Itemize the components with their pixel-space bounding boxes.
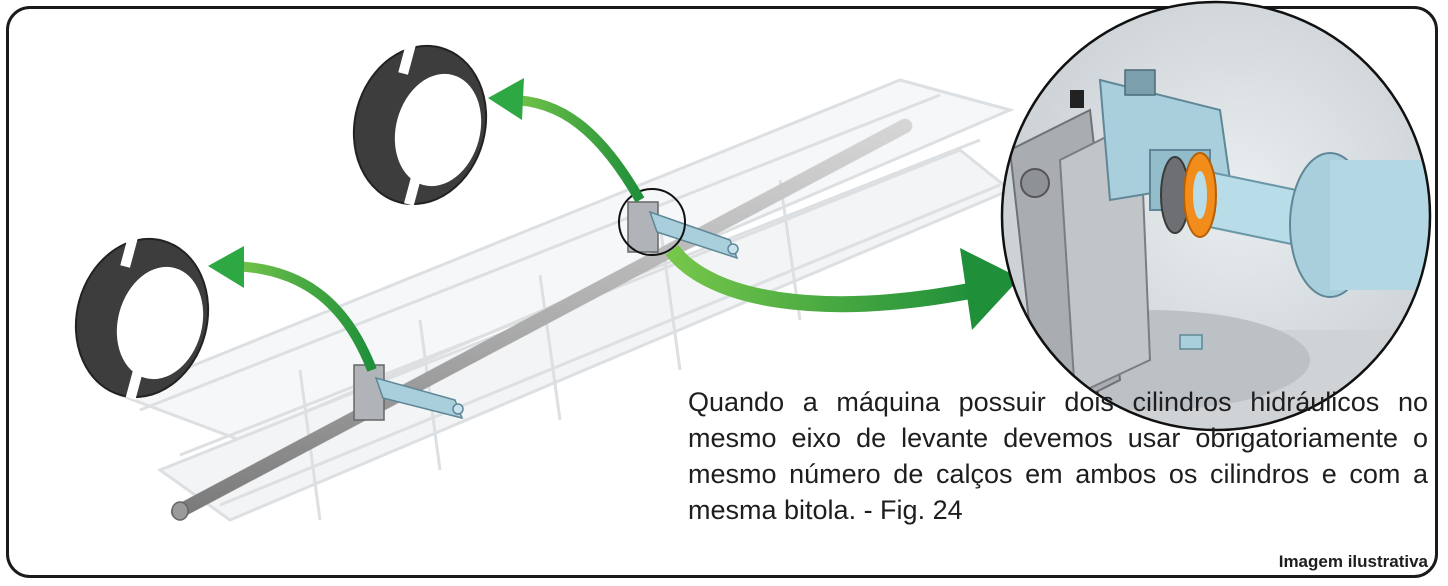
curved-arrow-icon — [488, 78, 645, 203]
zoom-source-circle — [618, 188, 686, 256]
hydraulic-cylinder-center — [627, 201, 739, 260]
shim-ring-icon — [352, 43, 488, 206]
shim-ring-icon — [74, 236, 210, 400]
curved-arrow-icon — [665, 244, 1020, 330]
illustrative-image-badge: Imagem ilustrativa — [1278, 552, 1428, 571]
machine-frame-ghost — [115, 78, 1015, 522]
caption-text: Quando a máquina possuir dois cilindros … — [688, 387, 1428, 525]
zoom-circle-icon — [1000, 0, 1432, 432]
curved-arrow-icon — [208, 246, 377, 372]
lift-shaft — [170, 118, 913, 521]
hydraulic-cylinder-left — [353, 364, 464, 421]
